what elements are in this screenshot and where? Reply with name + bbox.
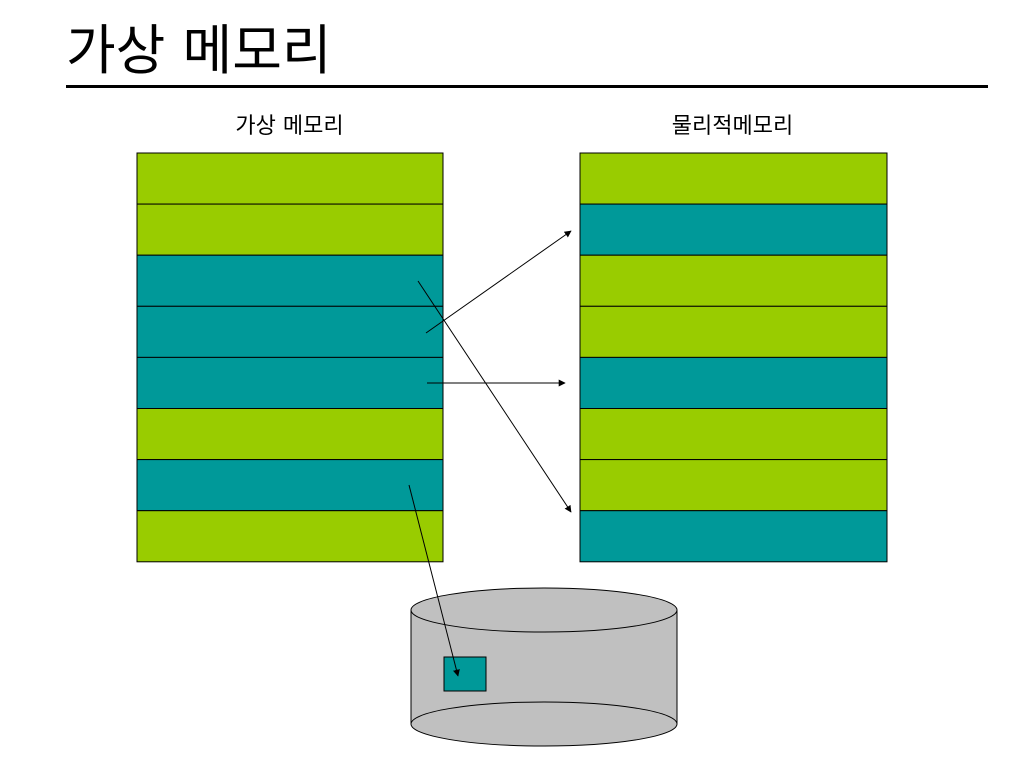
mapping-arrow (408, 484, 460, 677)
physical-frame-block (579, 305, 888, 358)
virtual-page-block (136, 203, 444, 256)
physical-frame-block (579, 203, 888, 256)
virtual-page-block (136, 152, 444, 205)
virtual-page-block (136, 356, 444, 409)
physical-frame-block (579, 459, 888, 512)
disk-stored-page (443, 656, 487, 692)
virtual-page-block (136, 459, 444, 512)
virtual-page-block (136, 510, 444, 563)
disk-bottom-ellipse (410, 701, 678, 747)
physical-memory-label: 물리적메모리 (671, 114, 794, 139)
mapping-arrow (417, 280, 572, 513)
virtual-memory-label: 가상 메모리 (235, 114, 344, 139)
virtual-page-block (136, 254, 444, 307)
disk-top-ellipse (410, 587, 678, 633)
virtual-page-block (136, 305, 444, 358)
mapping-arrows (408, 230, 572, 677)
virtual-memory-column (136, 152, 444, 563)
physical-frame-block (579, 356, 888, 409)
title-underline (66, 85, 988, 88)
mapping-arrow (425, 230, 572, 334)
slide-title: 가상 메모리 (66, 19, 332, 82)
virtual-page-block (136, 408, 444, 461)
physical-frame-block (579, 408, 888, 461)
physical-memory-column (579, 152, 888, 563)
physical-frame-block (579, 254, 888, 307)
physical-frame-block (579, 510, 888, 563)
physical-frame-block (579, 152, 888, 205)
disk-cylinder (410, 587, 678, 747)
